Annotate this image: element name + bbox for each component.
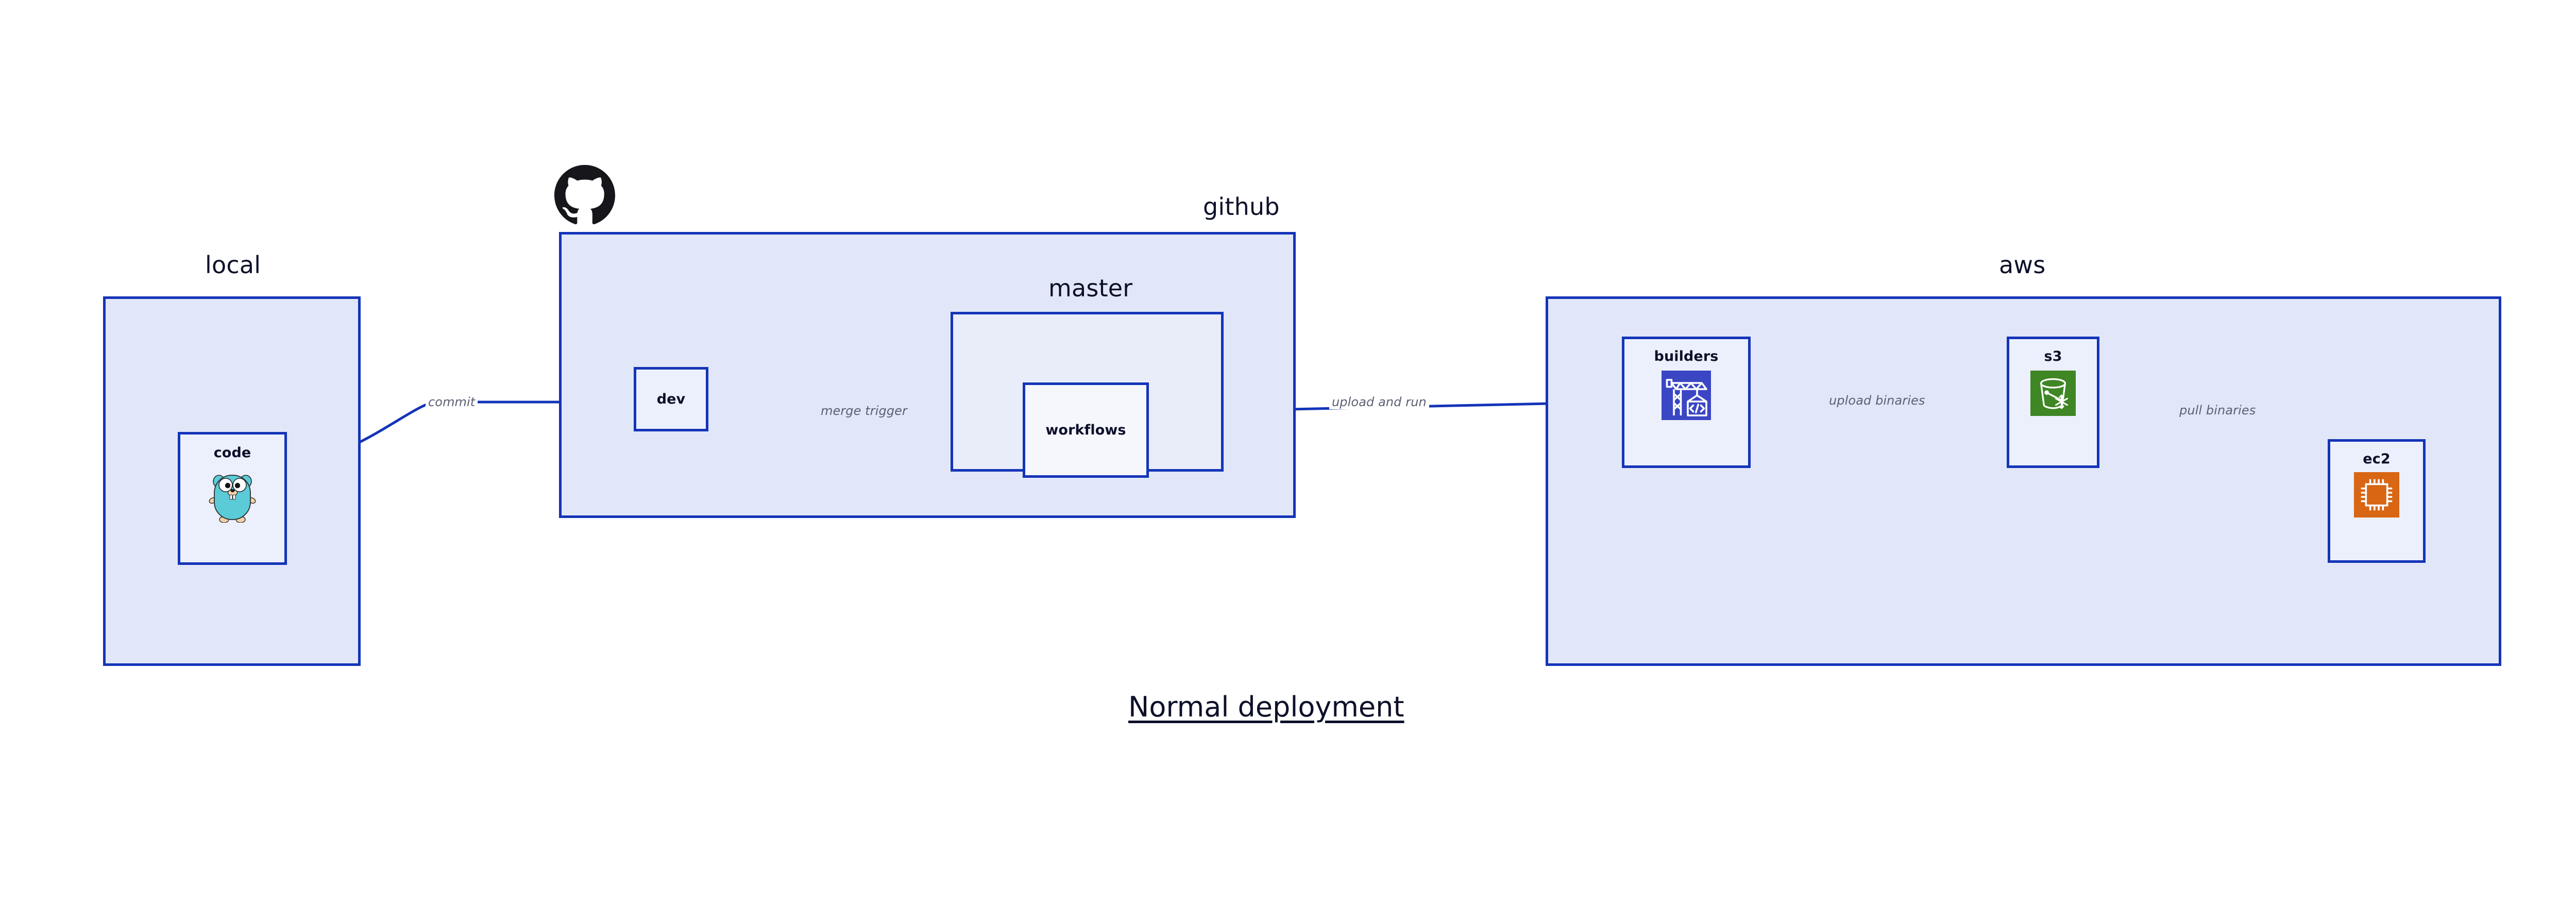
node-label-workflows: workflows bbox=[1045, 422, 1126, 438]
group-label-master: master bbox=[1048, 274, 1133, 302]
aws-s3-glacier-bucket-icon bbox=[2030, 371, 2076, 418]
node-label-s3: s3 bbox=[2044, 348, 2062, 364]
group-label-github: github bbox=[1203, 193, 1280, 221]
node-label-code: code bbox=[213, 445, 251, 461]
node-code[interactable]: code bbox=[178, 432, 287, 565]
edge-label-commit: commit bbox=[426, 395, 478, 409]
github-octocat-icon bbox=[554, 165, 616, 228]
aws-codebuild-crane-icon bbox=[1662, 371, 1711, 422]
edge-label-pull-binaries: pull binaries bbox=[2177, 403, 2259, 417]
group-label-aws: aws bbox=[1999, 251, 2046, 279]
node-label-ec2: ec2 bbox=[2363, 451, 2391, 467]
node-workflows[interactable]: workflows bbox=[1023, 382, 1149, 478]
node-s3[interactable]: s3 bbox=[2007, 337, 2099, 468]
node-label-dev: dev bbox=[656, 391, 686, 407]
node-builders[interactable]: builders bbox=[1622, 337, 1751, 468]
node-label-builders: builders bbox=[1654, 348, 1719, 364]
node-dev[interactable]: dev bbox=[634, 367, 708, 431]
edge-label-upload-binaries: upload binaries bbox=[1826, 393, 1928, 408]
diagram-title: Normal deployment bbox=[1128, 691, 1404, 723]
edge-label-upload-and-run: upload and run bbox=[1329, 395, 1429, 409]
edge-label-merge-trigger: merge trigger bbox=[818, 404, 910, 418]
aws-ec2-chip-icon bbox=[2354, 472, 2399, 520]
group-label-local: local bbox=[205, 251, 261, 279]
node-ec2[interactable]: ec2 bbox=[2328, 439, 2426, 563]
go-gopher-icon bbox=[208, 468, 257, 525]
